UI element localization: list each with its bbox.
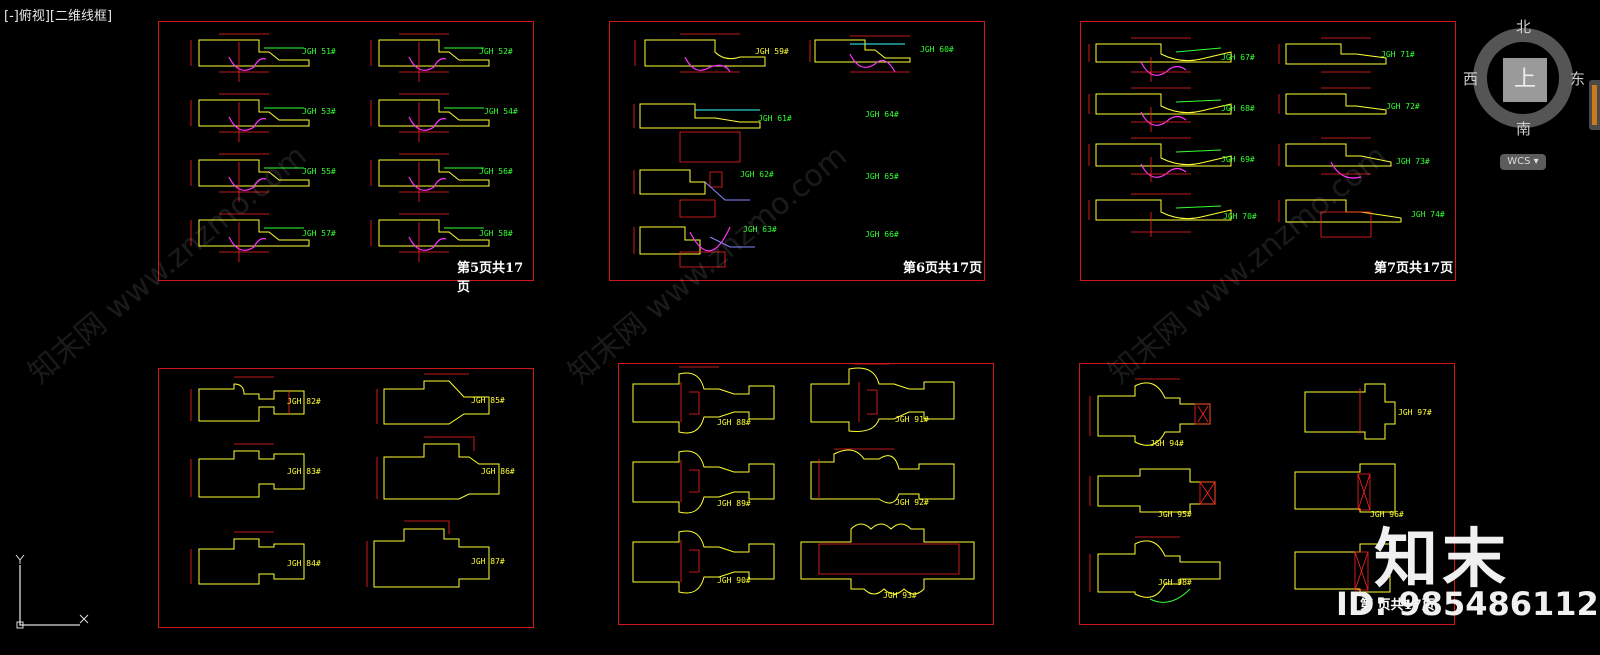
profile-label: JGH 55# bbox=[302, 167, 336, 176]
compass-south-label[interactable]: 南 bbox=[1516, 120, 1532, 138]
profile-label: JGH 86# bbox=[481, 467, 515, 476]
profile-label: JGH 59# bbox=[755, 47, 789, 56]
profile-label: JGH 85# bbox=[471, 396, 505, 405]
resource-id: ID: 985486112 bbox=[1336, 585, 1599, 623]
sheet-footer: 第7页共17页 bbox=[1374, 261, 1454, 276]
drawing-sheet-bottom-middle[interactable]: JGH 88# JGH 91# JGH 89# JGH 92# JGH 90# … bbox=[618, 363, 994, 625]
compass-north-label[interactable]: 北 bbox=[1516, 18, 1532, 36]
viewport-controls-label[interactable]: [-]俯视][二维线框] bbox=[4, 9, 113, 24]
profile-label: JGH 82# bbox=[287, 397, 321, 406]
side-panel-handle[interactable] bbox=[1589, 80, 1600, 130]
profile-label: JGH 51# bbox=[302, 47, 336, 56]
profile-label: JGH 88# bbox=[717, 418, 751, 427]
profile-label: JGH 56# bbox=[479, 167, 513, 176]
profile-label: JGH 95# bbox=[1158, 510, 1192, 519]
drawing-sheet-7[interactable]: JGH 67# JGH 71# JGH 68# JGH 72# JGH 69# … bbox=[1080, 21, 1456, 281]
profile-label: JGH 60# bbox=[920, 45, 954, 54]
profile-label: JGH 87# bbox=[471, 557, 505, 566]
sheet-bottom-left-profiles bbox=[190, 373, 500, 588]
profile-label: JGH 54# bbox=[484, 107, 518, 116]
profile-label: JGH 52# bbox=[479, 47, 513, 56]
drawing-sheet-bottom-right[interactable]: JGH 94# JGH 97# JGH 95# JGH 96# JGH 98# … bbox=[1079, 363, 1455, 625]
drawing-sheet-6[interactable]: JGH 59# JGH 60# JGH 61# JGH 64# JGH 62# … bbox=[609, 21, 985, 281]
profile-label: JGH 84# bbox=[287, 559, 321, 568]
compass-east-label[interactable]: 东 bbox=[1570, 70, 1586, 88]
sheet-footer: 第6页共17页 bbox=[903, 261, 983, 276]
profile-label: JGH 96# bbox=[1370, 510, 1404, 519]
ucs-axis-icon bbox=[15, 555, 89, 629]
profile-label: JGH 67# bbox=[1221, 53, 1255, 62]
profile-label: JGH 71# bbox=[1381, 50, 1415, 59]
profile-label: JGH 83# bbox=[287, 467, 321, 476]
drawing-sheet-5[interactable]: JGH 51# JGH 52# JGH 53# JGH 54# JGH 55# … bbox=[158, 21, 534, 295]
sheet-6-profiles bbox=[633, 33, 911, 268]
compass-west-label[interactable]: 西 bbox=[1463, 70, 1479, 88]
profile-label: JGH 97# bbox=[1398, 408, 1432, 417]
sheet-5-profiles bbox=[190, 33, 490, 262]
profile-label: JGH 93# bbox=[883, 591, 917, 600]
profile-label: JGH 53# bbox=[302, 107, 336, 116]
profile-label: JGH 61# bbox=[758, 114, 792, 123]
profile-label: JGH 58# bbox=[479, 229, 513, 238]
profile-label: JGH 94# bbox=[1150, 439, 1184, 448]
drawing-sheet-bottom-left[interactable]: JGH 82# JGH 85# JGH 83# JGH 86# JGH 84# … bbox=[158, 368, 534, 628]
profile-label: JGH 69# bbox=[1221, 155, 1255, 164]
profile-label: JGH 74# bbox=[1411, 210, 1445, 219]
profile-label: JGH 68# bbox=[1221, 104, 1255, 113]
sheet-7-profiles bbox=[1088, 37, 1402, 238]
profile-label: JGH 98# bbox=[1158, 578, 1192, 587]
profile-label: JGH 62# bbox=[740, 170, 774, 179]
profile-label: JGH 66# bbox=[865, 230, 899, 239]
profile-label: JGH 65# bbox=[865, 172, 899, 181]
sheet-bottom-middle-profiles bbox=[632, 364, 975, 595]
sheet-footer: 第 页共17页 bbox=[1360, 598, 1435, 613]
profile-label: JGH 89# bbox=[717, 499, 751, 508]
profile-label: JGH 70# bbox=[1223, 212, 1257, 221]
profile-label: JGH 57# bbox=[302, 229, 336, 238]
wcs-dropdown[interactable]: WCS ▾ bbox=[1500, 154, 1546, 170]
profile-label: JGH 73# bbox=[1396, 157, 1430, 166]
wcs-label: WCS bbox=[1507, 156, 1531, 167]
view-cube-top-face[interactable]: 上 bbox=[1503, 58, 1547, 102]
sheet-footer: 第5页共17页 bbox=[457, 261, 524, 295]
brand-logo-text: 知末 bbox=[1374, 523, 1510, 597]
profile-label: JGH 92# bbox=[895, 498, 929, 507]
profile-label: JGH 64# bbox=[865, 110, 899, 119]
profile-label: JGH 90# bbox=[717, 576, 751, 585]
view-cube[interactable]: 上 北 南 西 东 WCS ▾ bbox=[1463, 18, 1595, 180]
profile-label: JGH 91# bbox=[895, 415, 929, 424]
profile-label: JGH 63# bbox=[743, 225, 777, 234]
profile-label: JGH 72# bbox=[1386, 102, 1420, 111]
sheet-bottom-right-profiles bbox=[1089, 378, 1396, 603]
